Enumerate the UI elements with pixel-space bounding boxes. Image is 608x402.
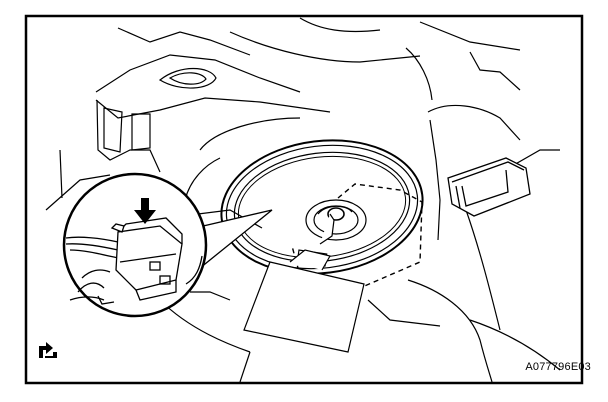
figure-code-label: A077796E03	[525, 361, 591, 373]
side-connector-housing	[447, 157, 531, 217]
detail-magnifier	[62, 172, 208, 318]
protective-sheet	[243, 249, 365, 353]
reuse-symbol-icon	[39, 342, 57, 358]
push-arrow-icon	[134, 198, 156, 224]
floor-body-structure	[45, 17, 561, 383]
figure-frame	[24, 14, 584, 385]
cover-dashed-outline	[291, 183, 423, 297]
fuel-pump-plate	[305, 199, 367, 241]
